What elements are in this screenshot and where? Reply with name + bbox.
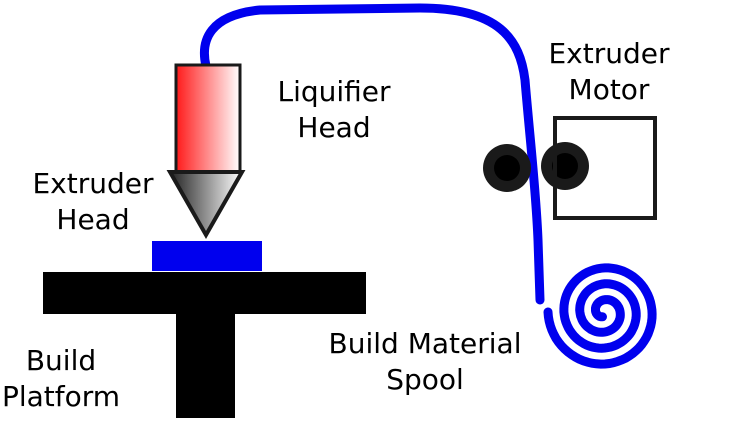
label-build-platform: Build Platform: [0, 343, 122, 415]
build-material-spool-spiral: [543, 263, 657, 369]
label-build-material-spool: Build Material Spool: [316, 326, 534, 398]
extruder-motor-box: [553, 116, 657, 220]
label-extruder-motor-line2: Motor: [568, 73, 650, 106]
label-extruder-motor: Extruder Motor: [535, 36, 683, 108]
label-build-material-spool-line2: Spool: [386, 363, 464, 396]
label-build-platform-line2: Platform: [1, 380, 121, 413]
label-liquifier-head-line2: Head: [297, 111, 371, 144]
label-liquifier-head: Liquifier Head: [262, 74, 406, 146]
printed-part: [152, 241, 262, 271]
label-extruder-head-line2: Head: [56, 203, 130, 236]
build-platform-top: [43, 272, 366, 314]
label-extruder-head-line1: Extruder: [32, 167, 154, 200]
liquifier-head-body: [174, 63, 242, 175]
drive-roller-left-hub: [494, 155, 520, 181]
build-platform-stem: [176, 314, 235, 418]
label-build-material-spool-line1: Build Material: [328, 327, 522, 360]
extruder-head-nozzle: [166, 170, 246, 240]
label-build-platform-line1: Build: [25, 344, 97, 377]
label-extruder-motor-line1: Extruder: [548, 37, 670, 70]
label-extruder-head: Extruder Head: [20, 166, 166, 238]
label-liquifier-head-line1: Liquifier: [277, 75, 391, 108]
drive-roller-right-hub: [552, 153, 578, 179]
filament-line: [199, 3, 545, 305]
